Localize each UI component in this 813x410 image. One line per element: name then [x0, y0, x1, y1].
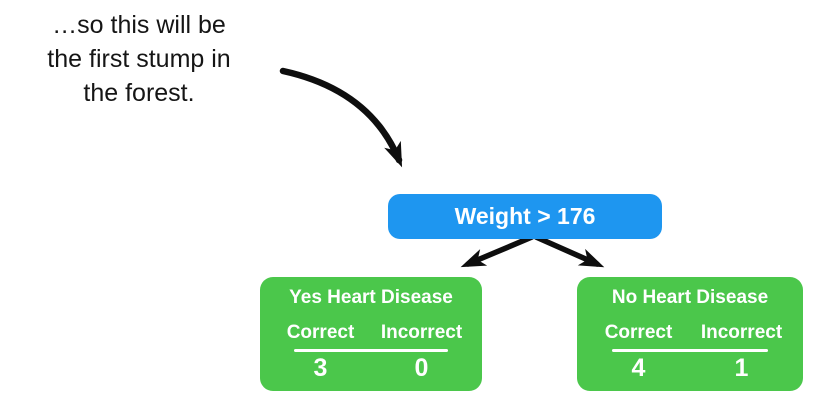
edge-left-arrow	[460, 234, 535, 268]
incorrect-column-header: Incorrect	[700, 322, 783, 343]
leaf-count-values: 3 0	[270, 354, 472, 382]
leaf-divider-line	[611, 349, 769, 352]
correct-count: 3	[313, 354, 328, 382]
leaf-title: Yes Heart Disease	[289, 287, 453, 308]
leaf-column-headers: Correct Incorrect	[587, 322, 793, 344]
correct-column-header: Correct	[286, 322, 355, 343]
incorrect-count: 0	[414, 354, 429, 382]
root-node-weight-condition: Weight > 176	[388, 194, 662, 239]
root-node-label: Weight > 176	[454, 203, 596, 229]
annotation-text: …so this will be the first stump in the …	[47, 11, 231, 107]
annotation-arrow	[279, 67, 403, 168]
incorrect-count: 1	[734, 354, 749, 382]
leaf-divider-line	[294, 349, 448, 352]
correct-column-header: Correct	[604, 322, 673, 343]
edge-right-arrow	[533, 234, 605, 268]
leaf-count-values: 4 1	[587, 354, 793, 382]
leaf-node-no-heart-disease: No Heart Disease Correct Incorrect 4 1	[577, 277, 803, 391]
leaf-column-headers: Correct Incorrect	[270, 322, 472, 344]
incorrect-column-header: Incorrect	[380, 322, 463, 343]
leaf-node-yes-heart-disease: Yes Heart Disease Correct Incorrect 3 0	[260, 277, 482, 391]
correct-count: 4	[631, 354, 646, 382]
leaf-title: No Heart Disease	[611, 287, 769, 308]
